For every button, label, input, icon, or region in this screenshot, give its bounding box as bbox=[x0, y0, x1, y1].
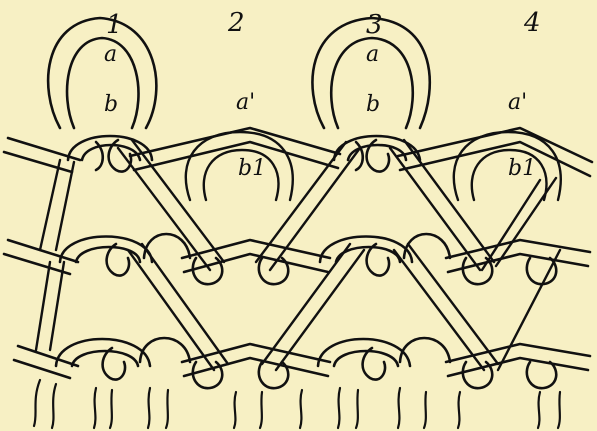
stitch-row-1 bbox=[4, 128, 592, 176]
column-number-4: 4 bbox=[524, 10, 541, 36]
loop-label-col1-top: a bbox=[104, 44, 117, 66]
loop-label-col1-bottom: b bbox=[104, 94, 118, 116]
loop-label-col2-upper: a' bbox=[236, 92, 255, 114]
stitch-row-3 bbox=[14, 338, 590, 388]
loop-label-col4-lower: b1 bbox=[508, 158, 536, 180]
loop-label-col4-upper: a' bbox=[508, 92, 527, 114]
top-loop-col-1 bbox=[48, 18, 156, 128]
column-number-2: 2 bbox=[228, 10, 245, 36]
column-number-3: 3 bbox=[366, 12, 383, 38]
loop-label-col3-top: a bbox=[366, 44, 379, 66]
column-number-1: 1 bbox=[106, 12, 123, 38]
stitch-row-2 bbox=[4, 234, 590, 284]
loop-label-col2-lower: b1 bbox=[238, 158, 266, 180]
loop-label-col3-bottom: b bbox=[366, 94, 380, 116]
diagonal-yarns bbox=[36, 140, 560, 370]
